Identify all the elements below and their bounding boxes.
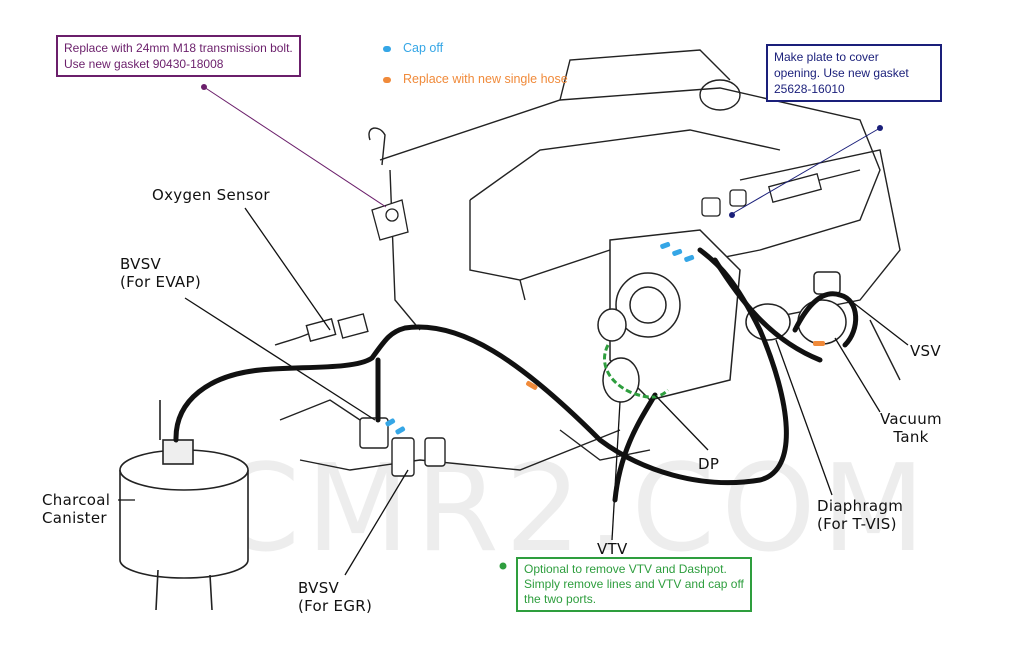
legend-cap-off: Cap off (383, 41, 443, 55)
leader-dp (654, 394, 709, 451)
label-bvsv-evap-line1: BVSV (120, 255, 162, 273)
optional-note-line1: Optional to remove VTV and Dashpot. (524, 562, 727, 576)
label-vacuum-line1: Vacuum (880, 410, 942, 428)
bvsv-egr (391, 437, 446, 477)
cap-off-label: Cap off (403, 41, 444, 55)
leader-lines (118, 207, 909, 576)
replace-hose-swatch (383, 76, 391, 83)
throttle-body (609, 229, 741, 401)
plate-note-line1: Make plate to cover (774, 50, 879, 64)
leader-vsv (841, 293, 909, 346)
label-bvsv-egr: BVSV (For EGR) (298, 579, 372, 615)
replace-hose-markers (526, 341, 825, 390)
label-vacuum-line2: Tank (893, 428, 929, 446)
leader-oxygen (244, 207, 331, 331)
oxygen-sensor (274, 313, 369, 346)
opening-plate (701, 173, 823, 217)
vtv-hose (603, 344, 670, 399)
optional-note-dot (499, 562, 507, 570)
watermark: BCMR2.COM (130, 440, 932, 579)
bolt-note-line2: Use new gasket 90430-18008 (64, 57, 224, 71)
leader-vacuum (834, 337, 881, 413)
plate-note-dot (877, 125, 883, 131)
bolt-note-dot (201, 84, 207, 90)
bolt-note: Replace with 24mm M18 transmission bolt.… (56, 35, 301, 77)
optional-note: Optional to remove VTV and Dashpot. Simp… (516, 557, 752, 612)
label-dp: DP (698, 455, 720, 473)
label-bvsv-egr-line2: (For EGR) (298, 597, 373, 615)
label-vacuum-tank: Vacuum Tank (880, 410, 942, 446)
label-diaphragm: Diaphragm (For T-VIS) (817, 497, 903, 533)
plate-note-line3: 25628-16010 (774, 82, 845, 96)
label-charcoal-line1: Charcoal (42, 491, 111, 509)
optional-note-line2: Simply remove lines and VTV and cap off (524, 577, 744, 591)
leader-diaphragm (775, 339, 833, 496)
label-oxygen-sensor: Oxygen Sensor (152, 186, 270, 204)
note-leaders (203, 86, 881, 216)
bolt (371, 199, 409, 241)
leader-vtv (611, 401, 621, 541)
label-bvsv-evap: BVSV (For EVAP) (120, 255, 201, 291)
charcoal-canister (119, 400, 249, 611)
leader-bvsv-egr (344, 469, 409, 576)
legend-replace-hose: Replace with new single hose (383, 72, 568, 86)
engine-block (279, 49, 901, 471)
vacuum-hoses (173, 247, 859, 503)
label-charcoal-canister: Charcoal Canister (42, 491, 110, 527)
leader-bvsv-evap (184, 297, 376, 421)
cap-off-markers (385, 241, 695, 435)
bolt-note-line1: Replace with 24mm M18 transmission bolt. (64, 41, 293, 55)
replace-hose-label: Replace with new single hose (403, 72, 568, 86)
label-vsv: VSV (910, 342, 941, 360)
label-bvsv-evap-line2: (For EVAP) (120, 273, 201, 291)
vacuum-tank (797, 299, 847, 345)
label-vtv: VTV (597, 540, 628, 558)
label-diaphragm-line1: Diaphragm (817, 497, 904, 515)
label-bvsv-egr-line1: BVSV (298, 579, 340, 597)
plate-note-line2: opening. Use new gasket (774, 66, 909, 80)
cap-off-swatch (383, 45, 391, 52)
label-charcoal-line2: Canister (42, 509, 107, 527)
plate-target-dot (729, 212, 735, 218)
bvsv-evap (359, 417, 389, 449)
plate-note: Make plate to cover opening. Use new gas… (766, 44, 942, 102)
label-diaphragm-line2: (For T-VIS) (817, 515, 897, 533)
vsv-valve (813, 271, 841, 295)
optional-note-line3: the two ports. (524, 592, 597, 606)
